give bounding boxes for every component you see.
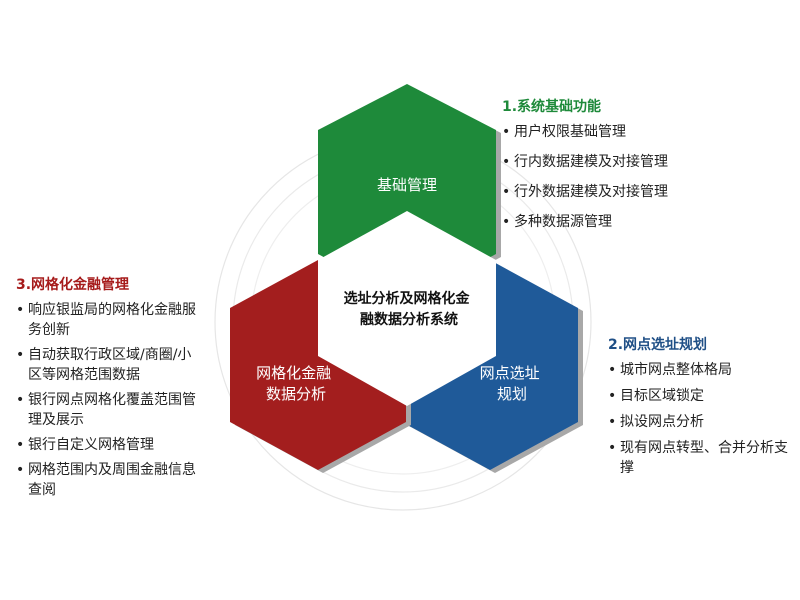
hex-top-label: 基础管理 — [377, 176, 437, 194]
panel-grid-finance: 3.网格化金融管理 响应银监局的网格化金融服务创新 自动获取行政区域/商圈/小区… — [16, 276, 196, 505]
panel-system-basics-list: 用户权限基础管理 行内数据建模及对接管理 行外数据建模及对接管理 多种数据源管理 — [502, 122, 732, 232]
hex-left-label: 网格化金融 数据分析 — [256, 364, 336, 403]
list-item: 城市网点整体格局 — [608, 360, 798, 380]
hex-center — [318, 211, 496, 406]
list-item: 网格范围内及周围金融信息查阅 — [16, 460, 196, 500]
panel-grid-finance-title: 3.网格化金融管理 — [16, 277, 130, 293]
panel-site-planning-title: 2.网点选址规划 — [608, 337, 708, 353]
center-label-line-1: 选址分析及网格化金 — [344, 290, 471, 307]
panel-grid-finance-list: 响应银监局的网格化金融服务创新 自动获取行政区域/商圈/小区等网格范围数据 银行… — [16, 300, 196, 500]
list-item: 多种数据源管理 — [502, 212, 732, 232]
hex-right-label-line-2: 规划 — [497, 385, 527, 403]
list-item: 银行自定义网格管理 — [16, 435, 196, 455]
list-item: 自动获取行政区域/商圈/小区等网格范围数据 — [16, 345, 196, 385]
panel-system-basics-title: 1.系统基础功能 — [502, 99, 602, 115]
panel-site-planning-list: 城市网点整体格局 目标区域锁定 拟设网点分析 现有网点转型、合并分析支撑 — [608, 360, 798, 478]
hex-left-label-line-1: 网格化金融 — [256, 364, 331, 382]
list-item: 银行网点网格化覆盖范围管理及展示 — [16, 390, 196, 430]
list-item: 用户权限基础管理 — [502, 122, 732, 142]
hex-left-label-line-2: 数据分析 — [266, 385, 326, 403]
hex-right-label-line-1: 网点选址 — [480, 364, 540, 382]
hex-top-label-line: 基础管理 — [377, 176, 437, 194]
list-item: 目标区域锁定 — [608, 386, 798, 406]
panel-system-basics: 1.系统基础功能 用户权限基础管理 行内数据建模及对接管理 行外数据建模及对接管… — [502, 98, 732, 242]
list-item: 拟设网点分析 — [608, 412, 798, 432]
hex-right-label: 网点选址 规划 — [480, 364, 545, 403]
center-label: 选址分析及网格化金 融数据分析系统 — [344, 290, 475, 328]
list-item: 响应银监局的网格化金融服务创新 — [16, 300, 196, 340]
list-item: 现有网点转型、合并分析支撑 — [608, 438, 798, 478]
list-item: 行外数据建模及对接管理 — [502, 182, 732, 202]
center-label-line-2: 融数据分析系统 — [360, 311, 458, 328]
panel-site-planning: 2.网点选址规划 城市网点整体格局 目标区域锁定 拟设网点分析 现有网点转型、合… — [608, 336, 798, 484]
list-item: 行内数据建模及对接管理 — [502, 152, 732, 172]
